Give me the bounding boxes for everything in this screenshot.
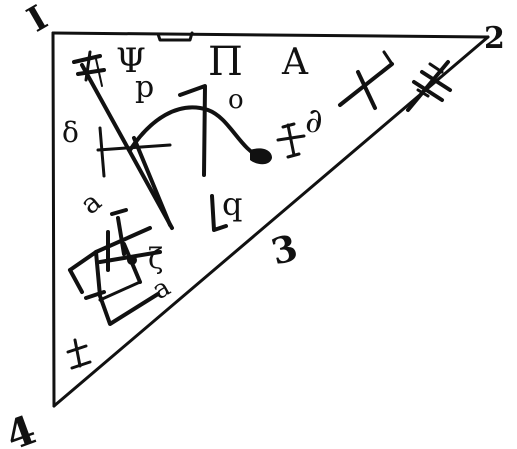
right-ibeam-mark bbox=[276, 122, 306, 159]
bottom-left-small-cross bbox=[66, 338, 92, 370]
right-double-cross-staff bbox=[406, 60, 452, 112]
glyph-small-circle: o bbox=[228, 85, 244, 115]
top-tab-mark bbox=[156, 31, 194, 42]
glyph-alpha: A bbox=[281, 42, 309, 83]
upper-right-cross-staff bbox=[338, 50, 394, 110]
glyph-delta-script: ∂ bbox=[305, 101, 323, 141]
glyph-zeta: ζ bbox=[148, 242, 163, 275]
corner-label-top-right: 2 bbox=[484, 21, 505, 56]
glyph-psi: Ψ bbox=[116, 41, 146, 81]
corner-label-bottom-left: 4 bbox=[0, 406, 42, 449]
glyph-delta-left: δ bbox=[62, 116, 79, 149]
central-hook-glyph bbox=[178, 84, 207, 177]
triangle-left-edge bbox=[51, 31, 56, 408]
glyph-a-bottom: a bbox=[147, 272, 175, 306]
triangle-top-edge bbox=[51, 31, 490, 39]
corner-label-hypotenuse: 3 bbox=[267, 227, 302, 274]
glyph-a-left: a bbox=[74, 185, 108, 221]
curved-sweep-stroke bbox=[128, 105, 264, 160]
left-vertical-staff bbox=[96, 126, 172, 178]
glyph-q: q bbox=[222, 185, 242, 223]
q-stem-mark bbox=[210, 194, 228, 232]
curved-sweep-end-blob bbox=[250, 148, 272, 165]
glyph-rho: p bbox=[135, 70, 154, 105]
glyph-pi: Π bbox=[208, 39, 243, 85]
middle-diagonal-staff bbox=[132, 136, 172, 227]
lower-left-lattice bbox=[68, 208, 162, 326]
corner-label-top-left: I bbox=[21, 0, 55, 40]
